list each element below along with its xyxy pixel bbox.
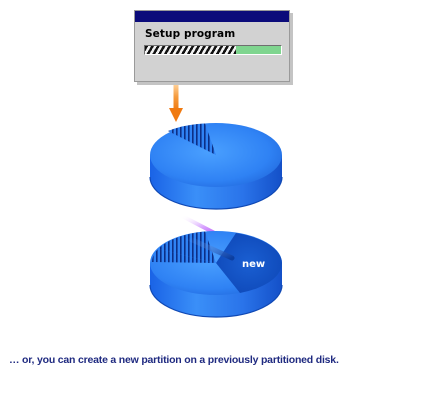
new-partition-label: new: [242, 259, 265, 270]
disk-one-partition: [149, 123, 283, 210]
progress-bar: [144, 45, 282, 55]
window-titlebar: [135, 11, 289, 22]
caption: … or, you can create a new partition on …: [9, 354, 339, 366]
progress-bar-fill: [145, 46, 237, 54]
setup-program-window: Setup program: [134, 10, 290, 82]
window-title: Setup program: [145, 28, 236, 40]
orange-arrow: [169, 84, 183, 122]
disk-new-partition: new: [149, 231, 283, 318]
